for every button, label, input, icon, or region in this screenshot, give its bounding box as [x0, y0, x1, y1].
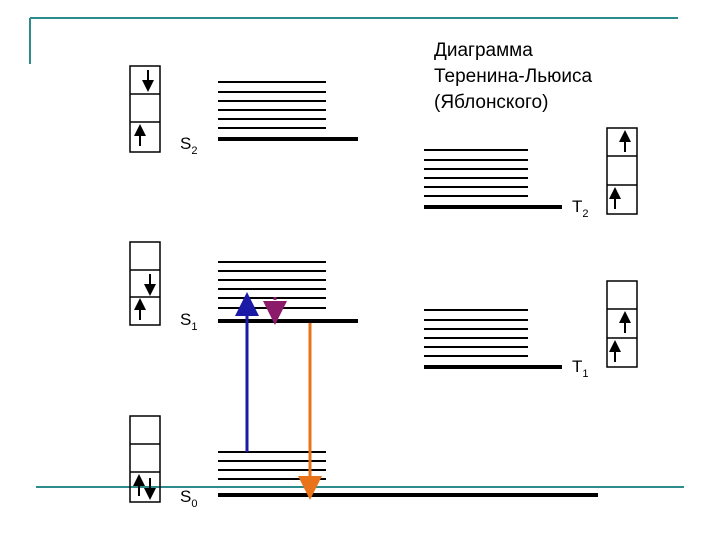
label-s2: S2	[180, 134, 198, 157]
orbital-box-t2	[606, 127, 638, 215]
title-line-3: (Яблонского)	[434, 92, 549, 113]
title-line-1: Диаграмма	[434, 40, 533, 61]
label-t2: T2	[572, 197, 589, 220]
t1-level	[424, 309, 562, 369]
orbital-box-t1	[606, 280, 638, 368]
label-t1: T1	[572, 357, 589, 380]
title-line-2: Теренина-Льюиса	[434, 66, 593, 87]
slide-frame	[29, 17, 684, 488]
diagram-title: Диаграмма Теренина-Льюиса (Яблонского)	[434, 38, 592, 116]
label-s0: S0	[180, 487, 198, 510]
s1-level	[218, 261, 358, 323]
t2-level	[424, 149, 562, 209]
s0-level	[218, 451, 598, 497]
label-s1: S1	[180, 310, 198, 333]
orbital-box-s1	[129, 241, 161, 326]
s2-level	[218, 81, 358, 141]
orbital-box-s0	[129, 415, 161, 503]
orbital-box-s2	[129, 65, 161, 153]
